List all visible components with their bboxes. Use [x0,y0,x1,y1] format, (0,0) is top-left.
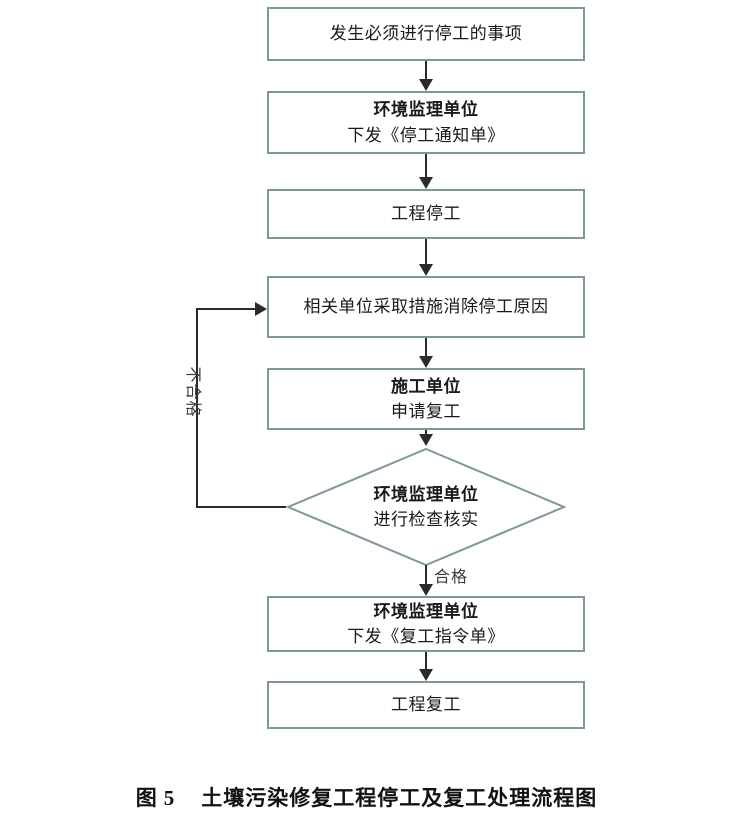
connector-line-5 [425,430,427,436]
connector-arrowhead-pass [419,584,433,596]
decision-label: 环境监理单位 进行检查核实 [286,447,566,567]
feedback-arrowhead [255,302,267,316]
node-label-line: 进行检查核实 [373,510,479,529]
node-label-line: 工程复工 [391,695,461,715]
node-trigger-event: 发生必须进行停工的事项 [267,7,585,61]
node-label-line: 工程停工 [391,204,461,224]
connector-line-4 [425,338,427,356]
connector-arrowhead-4 [419,356,433,368]
node-inspection-decision: 环境监理单位 进行检查核实 [286,447,566,567]
node-label-line: 环境监理单位 [373,100,479,119]
connector-line-pass [425,565,427,587]
connector-arrowhead-2 [419,177,433,189]
connector-line-1 [425,61,427,81]
node-apply-resume-work: 施工单位 申请复工 [267,368,585,430]
edge-label-fail: 不合格 [184,366,201,418]
node-label-line: 申请复工 [391,402,461,421]
node-label-line: 下发《停工通知单》 [347,125,505,145]
connector-line-3 [425,239,427,264]
node-label-line: 相关单位采取措施消除停工原因 [303,297,549,317]
node-issue-resume-order: 环境监理单位 下发《复工指令单》 [267,596,585,652]
node-label-line: 环境监理单位 [373,601,479,621]
edge-label-pass: 合格 [434,569,469,586]
caption-title: 土壤污染修复工程停工及复工处理流程图 [201,786,598,810]
caption-number: 5 [163,786,176,810]
connector-arrowhead-5 [419,434,433,446]
caption-prefix: 图 [135,786,158,810]
node-label-line: 施工单位 [391,376,461,396]
node-label-line: 下发《复工指令单》 [347,627,505,646]
node-label-line: 环境监理单位 [373,484,479,504]
connector-arrowhead-6 [419,669,433,681]
node-issue-stop-work-notice: 环境监理单位 下发《停工通知单》 [267,91,585,154]
feedback-line-vertical [196,308,198,508]
connector-arrowhead-1 [419,79,433,91]
node-project-resumed: 工程复工 [267,681,585,729]
connector-line-2 [425,154,427,177]
connector-line-6 [425,652,427,669]
node-project-stopped: 工程停工 [267,189,585,239]
feedback-line-top [196,308,258,310]
connector-arrowhead-3 [419,264,433,276]
feedback-line-bottom [196,506,286,508]
node-label-line: 发生必须进行停工的事项 [329,24,523,44]
node-eliminate-cause: 相关单位采取措施消除停工原因 [267,276,585,338]
